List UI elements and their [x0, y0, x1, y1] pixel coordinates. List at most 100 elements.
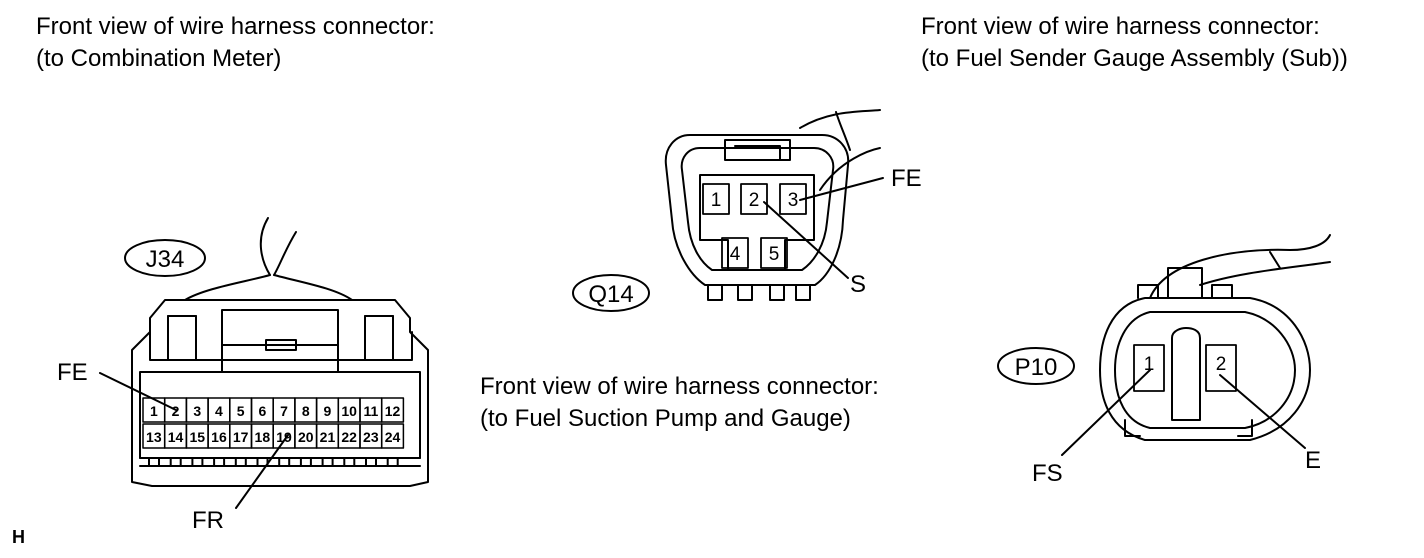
j34-pin-number: 6: [258, 403, 266, 419]
j34-fr-label: FR: [192, 507, 224, 534]
j34-wire: [259, 217, 271, 276]
q14-wire: [799, 109, 881, 129]
j34-pin-number: 10: [341, 403, 357, 419]
p10-pin-cell: [1205, 344, 1237, 392]
j34-rib-slot: [234, 457, 247, 467]
p10-pin-cell: [1133, 344, 1165, 392]
j34-pin-number: 17: [233, 429, 249, 445]
q14-id-oval: [572, 274, 650, 312]
j34-pin-number: 1: [150, 403, 158, 419]
j34-rib-slot: [169, 457, 182, 467]
j34-rib-slot: [365, 457, 377, 467]
j34-fe-line: [99, 372, 177, 411]
q14-id: Q14: [588, 281, 633, 308]
p10-shell: [1099, 297, 1311, 441]
p10-pin-number: 1: [1144, 354, 1155, 375]
p10-subtitle: (to Fuel Sender Gauge Assembly (Sub)): [921, 45, 1348, 72]
j34-rib-slot: [148, 457, 160, 467]
p10-id: P10: [1015, 354, 1058, 381]
p10-id-oval: [997, 347, 1075, 385]
j34-pin-number: 11: [363, 403, 378, 419]
j34-pin-number: 14: [168, 429, 184, 445]
j34-latch-post: [167, 315, 394, 361]
p10-lock-side: [1137, 284, 1233, 299]
q14-title: Front view of wire harness connector:: [480, 373, 879, 400]
j34-pin-number: 16: [211, 429, 227, 445]
j34-pin-number: 21: [320, 429, 336, 445]
p10-feet: [1124, 419, 1253, 437]
j34-rib-slot: [191, 457, 204, 467]
j34-shell: [131, 299, 429, 487]
j34-pin-number: 4: [215, 403, 223, 419]
j34-rib-slot: [299, 457, 312, 467]
j34-pin-number: 19: [276, 429, 292, 445]
j34-pin-number: 2: [172, 403, 180, 419]
q14-wire: [835, 111, 851, 151]
j34-pin-number: 15: [189, 429, 205, 445]
j34-id: J34: [146, 246, 185, 273]
p10-key: [1171, 327, 1201, 421]
j34-pin-number: 22: [341, 429, 357, 445]
p10-wire: [1199, 261, 1331, 286]
p10-pin-number: 2: [1216, 354, 1227, 375]
p10-fs-label: FS: [1032, 460, 1063, 487]
q14-pin-cell: [740, 183, 768, 215]
j34-pin-number: 3: [193, 403, 201, 419]
q14-fe-label: FE: [891, 165, 922, 192]
j34-rib-slot: [213, 457, 226, 467]
q14-pin-number: 1: [711, 190, 722, 211]
j34-rib-slot: [256, 457, 269, 467]
j34-subtitle: (to Combination Meter): [36, 45, 282, 72]
j34-pin-number: 7: [280, 403, 288, 419]
q14-pin-number: 4: [730, 244, 741, 265]
j34-pin-number: 20: [298, 429, 314, 445]
q14-pin-number: 2: [749, 190, 760, 211]
j34-pin-number: 18: [255, 429, 271, 445]
j34-rib-slot: [321, 457, 334, 467]
q14-shell-inner: [680, 147, 835, 271]
j34-shell-detail: [149, 331, 413, 361]
p10-wire: [1269, 251, 1281, 269]
j34-pin-number: 12: [385, 403, 401, 419]
q14-subtitle: (to Fuel Suction Pump and Gauge): [480, 405, 851, 432]
q14-pin-cell: [760, 237, 788, 269]
q14-fe-line: [799, 177, 884, 201]
p10-shell-inner: [1114, 311, 1296, 429]
p10-e-label: E: [1305, 447, 1321, 474]
q14-wire: [819, 147, 881, 191]
q14-lock: [724, 139, 791, 161]
q14-feet: [707, 284, 811, 301]
q14-shell: [664, 134, 850, 286]
j34-pin-number: 23: [363, 429, 379, 445]
q14-pin-number: 3: [788, 190, 799, 211]
q14-s-label: S: [850, 271, 866, 298]
j34-lock-detail: [221, 339, 339, 373]
q14-pin-cell: [721, 237, 749, 269]
p10-wire: [1149, 234, 1331, 299]
j34-wire-sheath: [273, 274, 353, 301]
q14-pin-cell: [702, 183, 730, 215]
p10-title: Front view of wire harness connector:: [921, 13, 1320, 40]
q14-connector: 1 2 3 4 5: [572, 109, 884, 312]
j34-fe-label: FE: [57, 359, 88, 386]
q14-s-line: [763, 201, 849, 279]
j34-wire-sheath: [184, 274, 271, 301]
j34-face: [139, 371, 421, 459]
j34-pin-cell: [380, 397, 405, 423]
j34-rib-slot: [386, 457, 399, 467]
q14-pin-number: 5: [769, 244, 780, 265]
j34-pin-number: 5: [237, 403, 245, 419]
corner-mark: H: [12, 527, 25, 547]
p10-fs-line: [1061, 369, 1151, 456]
j34-wire: [273, 231, 297, 276]
j34-id-oval: [124, 239, 206, 277]
j34-pin-number: 9: [324, 403, 332, 419]
p10-lock: [1167, 267, 1203, 299]
j34-pin-number: 13: [146, 429, 162, 445]
j34-rib-slot: [278, 457, 291, 467]
j34-pin-number: 8: [302, 403, 310, 419]
j34-pin-cell: [380, 423, 405, 449]
